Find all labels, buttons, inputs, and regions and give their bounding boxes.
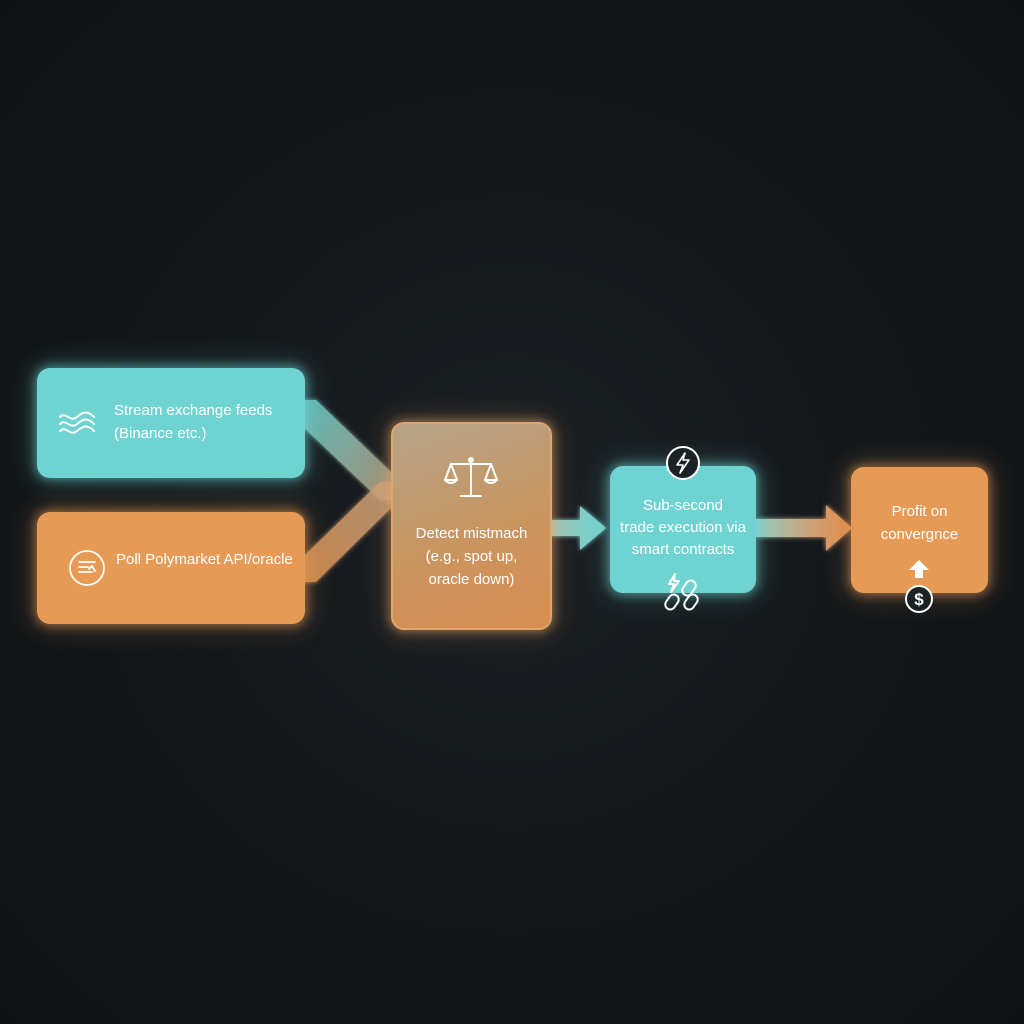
- stream-feeds-line1: Stream exchange feeds: [114, 402, 273, 419]
- poll-polymarket-label: Poll Polymarket API/oracle: [116, 551, 293, 568]
- trade-execution-line1: Sub-second: [642, 497, 724, 514]
- trade-execution-line3: smart contracts: [631, 541, 735, 558]
- arrow-detect-to-trade: [551, 506, 606, 550]
- stream-feeds-node: Stream exchange feeds (Binance etc.): [37, 368, 305, 478]
- detect-mismatch-node: Detect mistmach (e.g., spot up, oracle d…: [391, 422, 552, 630]
- arrow-up-icon: [909, 560, 929, 578]
- detect-mismatch-line2: (e.g., spot up,: [425, 548, 518, 565]
- trade-execution-line2: trade execution via: [620, 519, 746, 536]
- trade-execution-node: Sub-second trade execution via smart con…: [610, 466, 756, 593]
- detect-mismatch-line1: Detect mistmach: [415, 525, 528, 542]
- connector-stream-to-detect: [300, 400, 393, 500]
- connector-poll-to-detect: [300, 482, 393, 582]
- detect-mismatch-line3: oracle down): [428, 571, 515, 588]
- chain-link-icon: [664, 573, 699, 611]
- wave-icon: [59, 411, 95, 434]
- stream-feeds-line2: (Binance etc.): [114, 425, 207, 442]
- arrow-trade-to-profit: [756, 505, 852, 551]
- profit-line2: convergnce: [880, 526, 959, 543]
- scales-icon: [444, 457, 498, 497]
- document-icon: [69, 550, 105, 586]
- svg-text:$: $: [914, 590, 924, 609]
- poll-polymarket-node: Poll Polymarket API/oracle: [37, 512, 305, 624]
- profit-line1: Profit on: [891, 503, 948, 520]
- dollar-coin-icon: $: [905, 585, 933, 613]
- lightning-icon: [666, 446, 700, 480]
